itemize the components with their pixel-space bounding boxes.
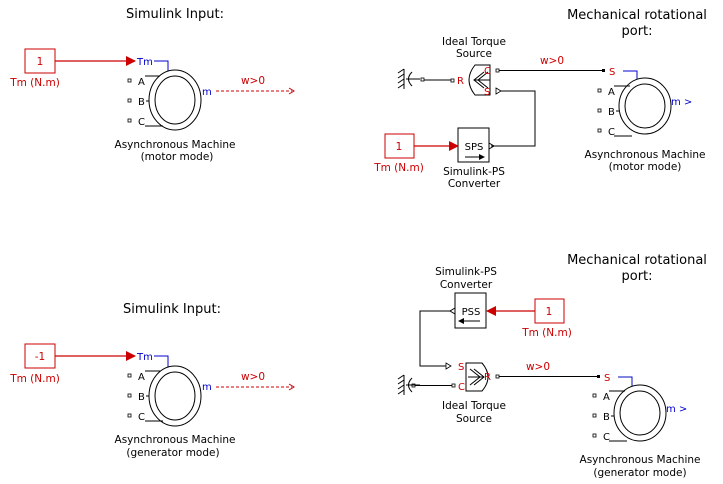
converter-name: Simulink-PS [443,166,505,178]
constant-value: 1 [37,56,44,68]
panel-motor-simulink: Simulink Input: 1 Tm (N.m) Tm A B C m As… [9,7,295,163]
ideal-torque-source[interactable]: S C R [458,362,491,393]
converter-name: Simulink-PS [435,266,497,278]
panel-heading-line1: Mechanical rotational [567,253,707,268]
constant-block[interactable]: 1 [534,298,565,324]
port-tm: Tm [136,352,153,363]
port-s: S [484,87,490,98]
simulink-ps-converter[interactable]: SPS [457,127,495,163]
machine-mode: (generator mode) [126,447,219,459]
ideal-torque-source[interactable]: R C S [457,64,491,98]
port-m: m [202,87,212,98]
converter-text: SPS [465,142,484,153]
converter-text: PSS [462,307,481,318]
port-c: C [484,66,491,77]
port-c: C [603,432,610,443]
constant-value: 1 [396,141,403,153]
port-r: R [484,372,491,383]
asynchronous-machine[interactable]: S A B C m > [592,373,687,443]
machine-name: Asynchronous Machine [115,434,236,446]
port-s: S [609,67,615,78]
panel-generator-mechanical: Mechanical rotational port: Simulink-PS … [397,253,707,479]
constant-label: Tm (N.m) [521,327,572,339]
port-c: C [608,127,615,138]
port-a: A [138,372,145,383]
constant-value: -1 [35,351,45,363]
port-b: B [603,412,610,423]
port-m: m > [671,97,692,108]
port-b: B [138,392,145,403]
port-s: S [604,373,610,384]
mechanical-reference-icon[interactable] [397,68,425,89]
port-c: C [138,412,145,423]
panel-motor-mechanical: Mechanical rotational port: Ideal Torque… [373,8,707,190]
port-c: C [138,117,145,128]
panel-heading: Simulink Input: [123,302,221,317]
machine-name: Asynchronous Machine [580,454,701,466]
panel-heading: Simulink Input: [126,7,224,22]
port-b: B [608,107,615,118]
output-label: w>0 [241,75,265,87]
port-tm: Tm [136,57,153,68]
port-m: m > [666,404,687,415]
converter-name-2: Converter [448,178,501,190]
machine-name: Asynchronous Machine [115,139,236,151]
port-a: A [138,77,145,88]
constant-block[interactable]: 1 [384,133,415,159]
port-a: A [608,87,615,98]
constant-block[interactable]: 1 [24,48,56,74]
panel-generator-simulink: Simulink Input: -1 Tm (N.m) Tm A B C m A… [9,302,295,459]
port-s: S [458,362,464,373]
machine-mode: (motor mode) [141,151,214,163]
converter-name-2: Converter [440,279,493,291]
constant-block[interactable]: -1 [24,343,56,369]
asynchronous-machine[interactable]: S A B C m > [597,67,692,138]
constant-label: Tm (N.m) [9,77,60,89]
machine-mode: (generator mode) [593,467,686,479]
connection-label: w>0 [526,361,550,373]
port-b: B [138,97,145,108]
asynchronous-machine[interactable]: Tm A B C m [127,352,212,427]
port-c: C [458,382,465,393]
panel-heading-line2: port: [621,24,652,39]
torque-source-name: Ideal Torque [442,400,506,412]
panel-heading-line2: port: [621,269,652,284]
torque-source-name-2: Source [456,48,492,60]
panel-heading-line1: Mechanical rotational [567,8,707,23]
constant-label: Tm (N.m) [373,162,424,174]
port-m: m [202,382,212,393]
connection-label: w>0 [540,55,564,67]
machine-mode: (motor mode) [609,161,682,173]
machine-name: Asynchronous Machine [585,149,706,161]
simulink-ps-converter[interactable]: PSS [449,292,487,329]
output-label: w>0 [241,371,265,383]
constant-value: 1 [546,306,553,318]
asynchronous-machine[interactable]: Tm A B C m [127,57,212,131]
port-r: R [457,76,464,87]
torque-source-name-2: Source [456,413,492,425]
torque-source-name: Ideal Torque [442,36,506,48]
port-a: A [603,392,610,403]
constant-label: Tm (N.m) [9,373,60,385]
